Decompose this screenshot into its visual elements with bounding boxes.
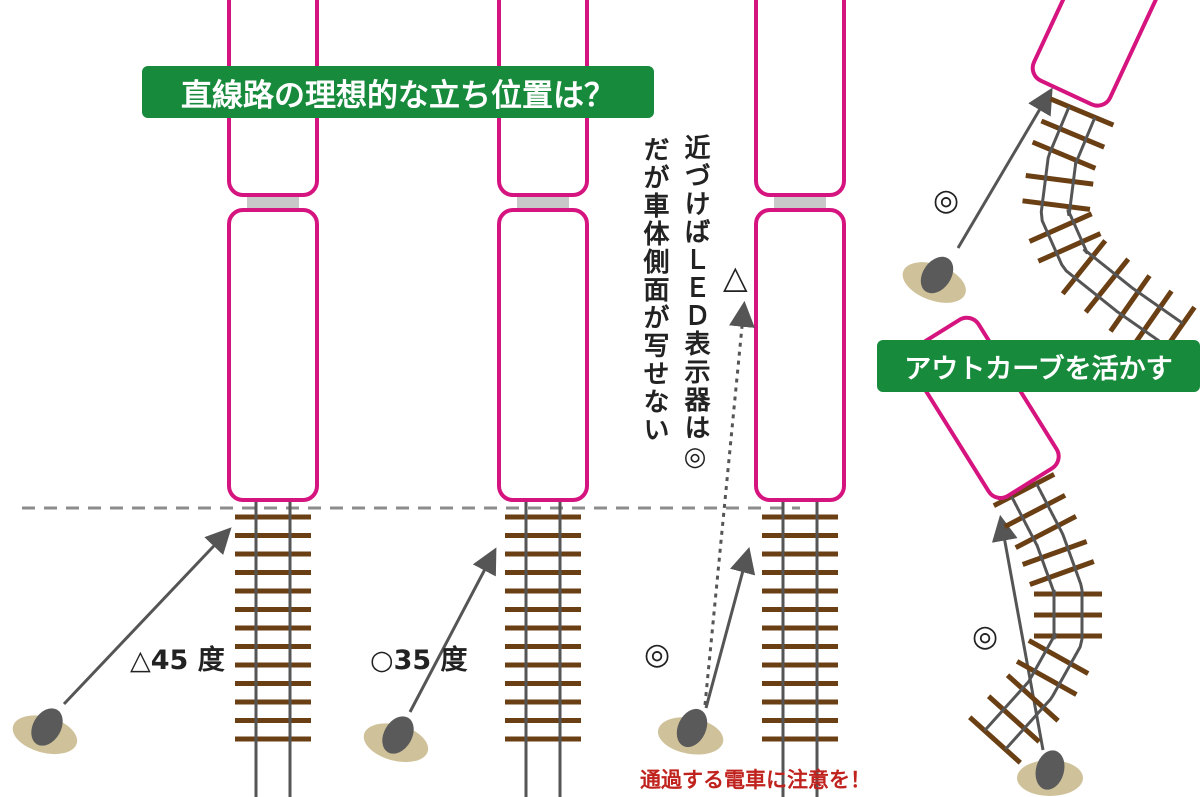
curve-tie-2 bbox=[1029, 559, 1095, 587]
warning-text: 通過する電車に注意を！ bbox=[640, 767, 871, 792]
camera-direction-arrow-6 bbox=[991, 514, 1045, 751]
curve-tie-2 bbox=[1003, 493, 1067, 529]
curve-tie-2 bbox=[986, 694, 1041, 744]
curve-tie-1 bbox=[1083, 257, 1131, 314]
coupler-3 bbox=[774, 197, 826, 208]
position-mark-1: △ bbox=[130, 645, 151, 676]
far-position-mark: △ bbox=[723, 258, 748, 296]
curve-rail-1-0 bbox=[1066, 116, 1184, 325]
position-mark-3: ◎ bbox=[644, 637, 671, 672]
train-car-front-3 bbox=[754, 0, 846, 197]
note-vertical-line1: 近づけばＬＥＤ表示器は◎ bbox=[680, 134, 710, 474]
curve-tie-1 bbox=[1028, 211, 1093, 244]
camera-direction-arrow-3 bbox=[704, 546, 756, 709]
photographer-position-icon-5 bbox=[1017, 750, 1083, 796]
curve-train-car-1 bbox=[1030, 0, 1191, 108]
camera-direction-arrow-5 bbox=[956, 87, 1053, 249]
train-car-2 bbox=[497, 208, 589, 502]
person-body-1 bbox=[31, 708, 63, 746]
coupler-2 bbox=[517, 197, 569, 208]
position-label-2: ○35 度 bbox=[370, 638, 468, 677]
curve-rail-2-0 bbox=[1004, 482, 1084, 751]
position-unit-2: 度 bbox=[440, 645, 468, 676]
photographer-position-icon-1 bbox=[12, 708, 78, 755]
train-car-1 bbox=[227, 208, 319, 502]
curve-upper-mark: ◎ bbox=[933, 183, 960, 218]
position-unit-1: 度 bbox=[197, 645, 225, 676]
camera-direction-arrow-1 bbox=[62, 527, 232, 706]
position-angle-2: 35 bbox=[393, 645, 432, 676]
curve-tie-1 bbox=[1025, 173, 1094, 187]
person-body-3 bbox=[676, 708, 708, 748]
curve-tie-2 bbox=[1005, 673, 1060, 723]
position-mark-2: ○ bbox=[370, 645, 394, 676]
curve-tie-1 bbox=[1049, 96, 1115, 128]
camera-direction-arrow-4 bbox=[703, 300, 755, 706]
coupler-1 bbox=[247, 197, 299, 208]
curve-tie-1 bbox=[1037, 231, 1102, 264]
curve-tie-2 bbox=[968, 715, 1022, 765]
title-banner-straight: 直線路の理想的な立ち位置は？ bbox=[142, 66, 654, 118]
curve-tie-2 bbox=[1015, 659, 1078, 697]
curve-tie-1 bbox=[1108, 274, 1152, 333]
curve-tie-2 bbox=[1027, 638, 1090, 676]
person-body-4 bbox=[920, 256, 954, 294]
curve-tie-2 bbox=[1021, 539, 1088, 567]
train-car-3 bbox=[754, 208, 846, 502]
photographer-position-icon-4 bbox=[902, 256, 966, 303]
photographer-position-icon-2 bbox=[363, 716, 429, 763]
curve-tie-1 bbox=[1031, 139, 1097, 171]
person-body-5 bbox=[1035, 750, 1065, 790]
curve-tie-2 bbox=[1014, 514, 1078, 550]
curve-tie-1 bbox=[1022, 198, 1091, 212]
curve-lower-mark: ◎ bbox=[972, 619, 999, 654]
photographer-position-icon-3 bbox=[657, 708, 724, 755]
curve-tie-1 bbox=[1040, 118, 1106, 150]
person-body-2 bbox=[382, 716, 414, 754]
curve-tie-1 bbox=[1130, 289, 1174, 349]
position-angle-1: 45 bbox=[150, 645, 189, 676]
camera-direction-arrow-2 bbox=[408, 547, 497, 713]
curve-tie-1 bbox=[1060, 239, 1108, 296]
position-label-1: △45 度 bbox=[130, 638, 225, 677]
title-banner-curve: アウトカーブを活かす bbox=[877, 340, 1200, 392]
note-vertical-line2: だが車体側面が写せない bbox=[639, 136, 669, 444]
curve-tie-2 bbox=[992, 472, 1056, 508]
curve-rail-1-1 bbox=[1039, 106, 1168, 348]
curve-rail-2-1 bbox=[983, 495, 1058, 732]
